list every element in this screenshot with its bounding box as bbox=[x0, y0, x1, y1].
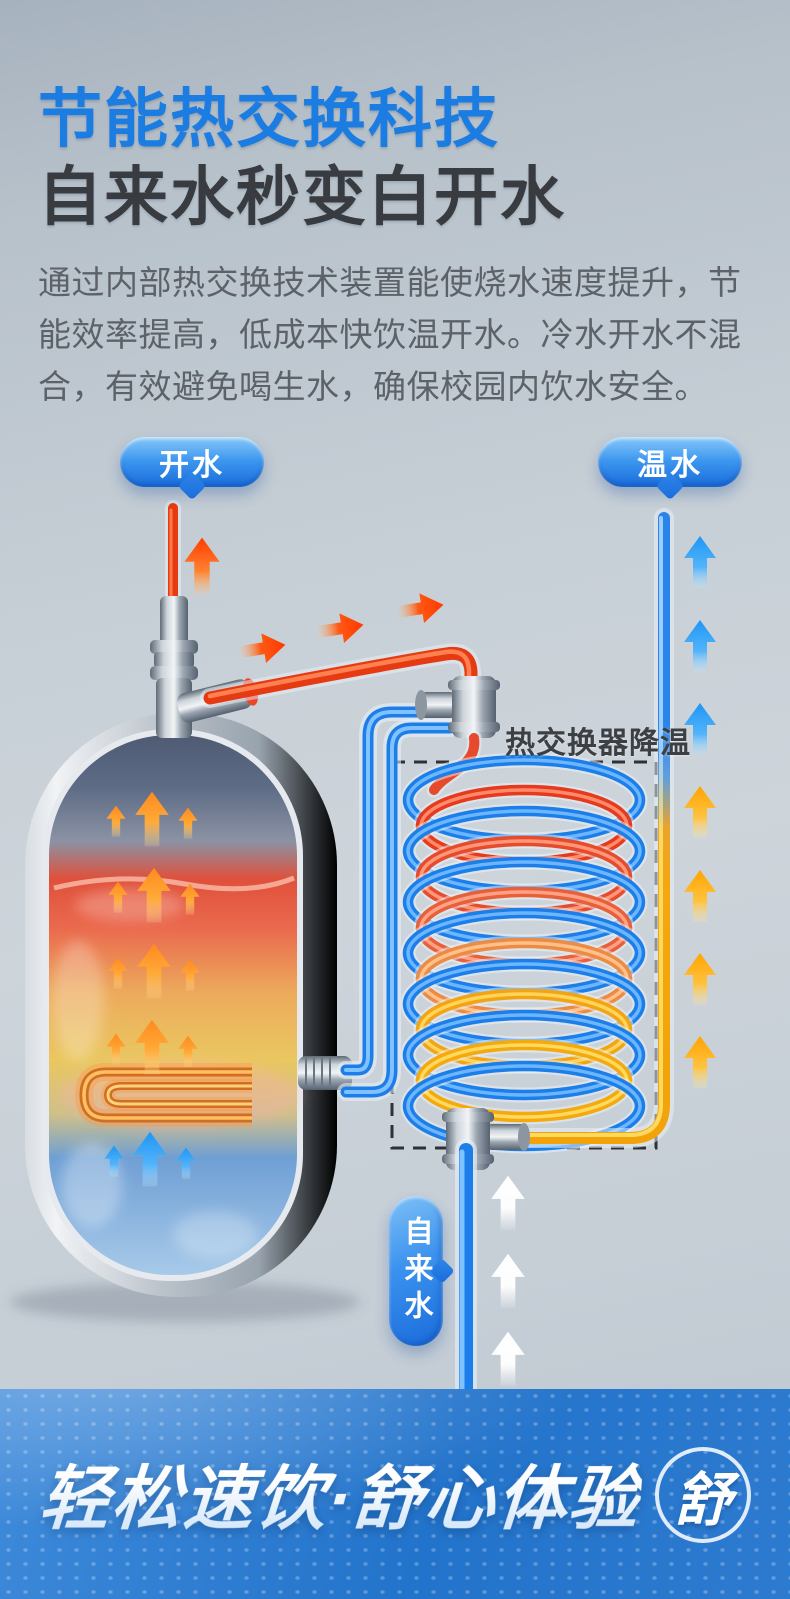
callout-warm-water: 温水 bbox=[598, 437, 742, 487]
intro-paragraph: 通过内部热交换技术装置能使烧水速度提升，节能效率提高，低成本快饮温开水。冷水开水… bbox=[38, 264, 742, 406]
hot-water-transfer-pipe bbox=[200, 643, 481, 712]
page-title-accent: 节能热交换科技 bbox=[38, 83, 500, 155]
tap-water-inlet-pipe bbox=[455, 1139, 477, 1403]
tank-top-valve bbox=[150, 596, 258, 738]
tap-flow-up-arrows bbox=[491, 1175, 525, 1387]
heat-exchanger-label: 热交换器降温 bbox=[505, 727, 691, 760]
heating-element bbox=[60, 1061, 300, 1129]
footer-banner: 轻松速饮·舒心体验 舒 bbox=[0, 1389, 790, 1599]
heat-exchanger-coil bbox=[400, 752, 648, 1154]
coil-loop bbox=[400, 1007, 648, 1103]
cold-water-pipes bbox=[337, 703, 459, 1101]
boiler-tank bbox=[25, 713, 337, 1297]
warm-water-riser-pipe bbox=[490, 508, 674, 1148]
callout-warm-water-label: 温水 bbox=[637, 449, 703, 482]
callout-tap-water-label: 自来水 bbox=[400, 1215, 432, 1327]
footer-badge-circle: 舒 bbox=[655, 1447, 751, 1543]
page-title-main: 自来水秒变白开水 bbox=[38, 161, 566, 233]
callout-tap-water: 自来水 bbox=[389, 1196, 443, 1346]
footer-badge-character: 舒 bbox=[673, 1468, 732, 1533]
riser-warm-arrows bbox=[684, 786, 716, 1088]
footer-slogan: 轻松速饮·舒心体验 bbox=[36, 1443, 644, 1544]
tank-shadow bbox=[10, 1282, 360, 1322]
hot-up-arrow-icon bbox=[184, 537, 220, 595]
callout-boiled-water-label: 开水 bbox=[159, 449, 225, 482]
exchanger-top-fitting bbox=[415, 676, 500, 738]
callout-boiled-water: 开水 bbox=[120, 437, 264, 487]
tank-outlet-fitting bbox=[298, 1056, 352, 1090]
